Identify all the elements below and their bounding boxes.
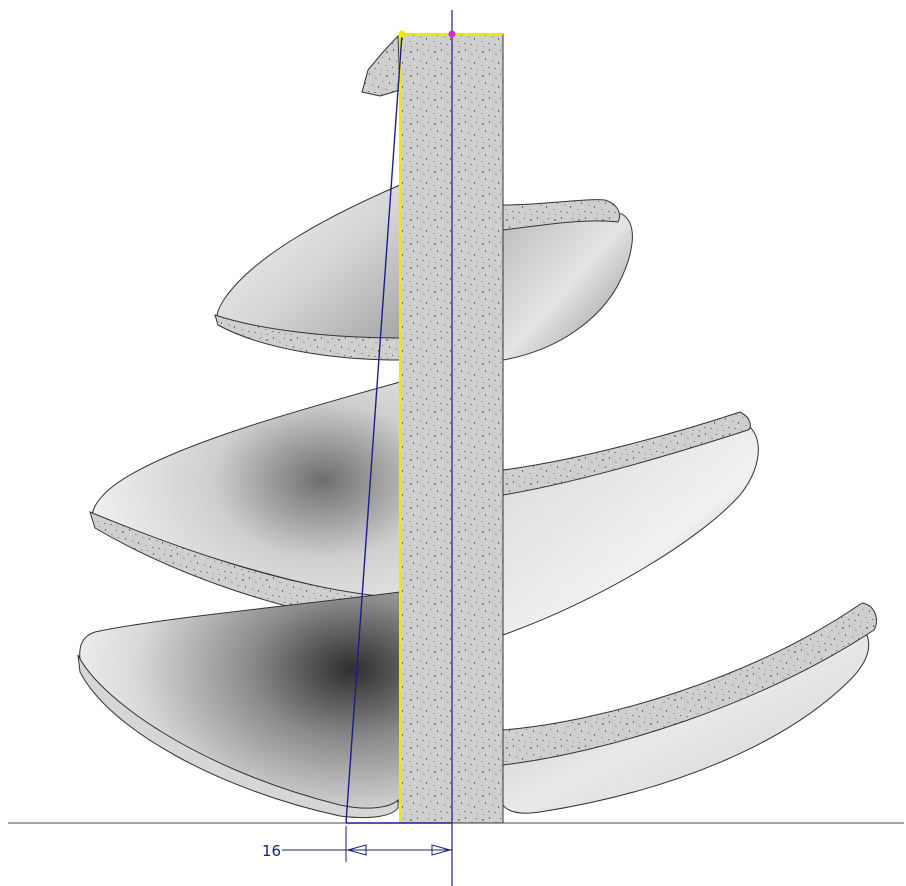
upper-flight-right-section: [502, 199, 620, 231]
sketch-taper-line: [345, 33, 403, 824]
dimension-arrow-left-icon: [346, 844, 367, 856]
upper-flight-right-surface: [502, 212, 633, 361]
middle-flight-right-section: [502, 411, 751, 496]
lower-flight-left-rim: [77, 654, 399, 819]
yellow-endpoint-icon[interactable]: [398, 30, 406, 38]
upper-flight-left-surface: [216, 184, 401, 341]
dimension-arrow-right-icon: [431, 844, 452, 856]
magenta-endpoint-icon[interactable]: [448, 30, 456, 38]
middle-flight-left-surface: [92, 381, 401, 601]
top-flight-section: [361, 34, 401, 97]
dimension-value: 16: [262, 842, 281, 860]
lower-flight-right-section: [502, 602, 877, 766]
dimension-16[interactable]: 16: [262, 826, 452, 862]
